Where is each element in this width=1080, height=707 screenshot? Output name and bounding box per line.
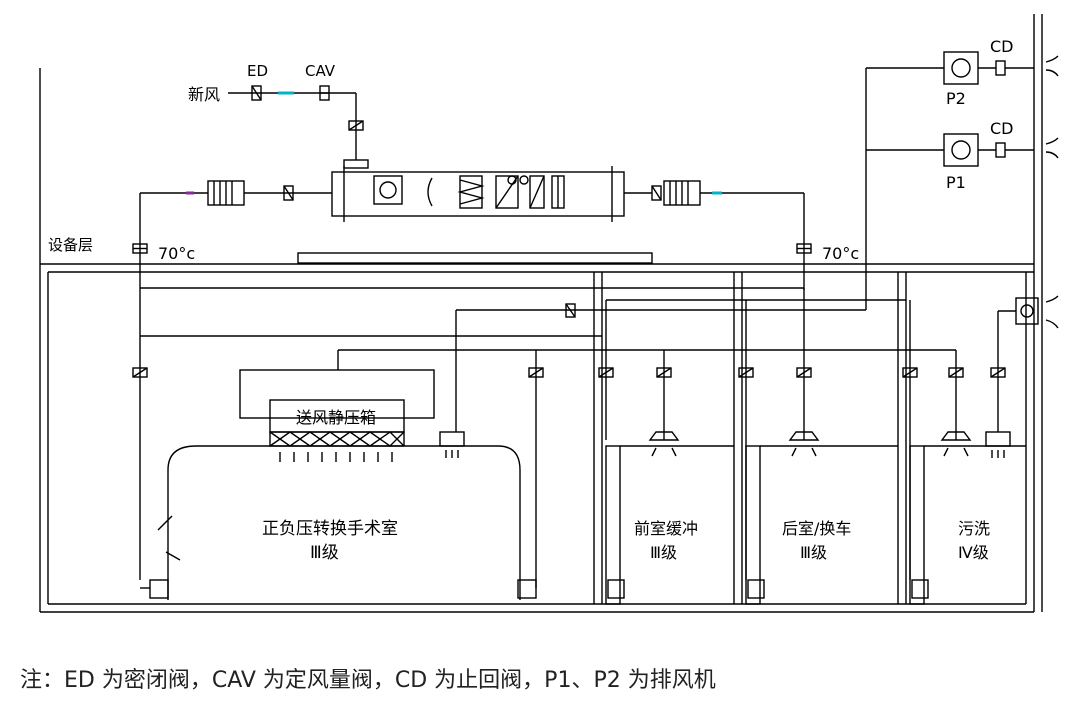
cd-bottom-label: CD [990,119,1014,138]
cav-label: CAV [305,62,336,80]
diagram-caption: 注：ED 为密闭阀，CAV 为定风量阀，CD 为止回阀，P1、P2 为排风机 [20,668,716,693]
wash-level: Ⅳ级 [958,543,989,562]
p1-label: P1 [946,173,966,192]
ed-label: ED [247,62,268,80]
backroom-level: Ⅲ级 [800,543,827,562]
or-exhaust-grille-icon [439,431,465,447]
equipment-floor-label: 设备层 [48,236,93,254]
plenum-label: 送风静压箱 [296,408,376,427]
or-return-grille-left-icon [149,579,169,599]
temp-right-label: 70°c [822,244,859,263]
fire-damper-left: 70°c [132,243,195,263]
back-room: 后室/换车 Ⅲ级 [745,431,898,605]
exhaust-damper-icon [565,303,576,318]
or-level: Ⅲ级 [310,543,339,563]
anteroom-level: Ⅲ级 [650,543,677,562]
supply-plenum: 送风静压箱 [239,369,435,447]
p2-label: P2 [946,89,966,108]
exhaust-fan-p2: P2 CD [943,37,1059,108]
backroom-grille-icon [747,579,765,599]
ahu-coil-icon [495,175,519,209]
temp-left-label: 70°c [158,244,195,263]
exhaust-fan-p1: P1 CD [943,119,1059,192]
fan-p1-icon [943,133,979,167]
fire-damper-right: 70°c [796,243,859,263]
ahu-humidifier-icon [529,175,545,209]
air-handling-unit [331,166,625,222]
cav-valve: CAV [305,62,336,101]
supply-air-main [624,180,805,290]
wall-exhaust-fan [997,295,1059,432]
backroom-name: 后室/换车 [782,519,851,538]
ahu-fan-icon [373,175,403,205]
supply-damper-icon [651,185,662,201]
fresh-air-intake: 新风 [188,85,369,169]
branch-dampers [132,367,1006,378]
ed-valve: ED [247,62,268,101]
or-return-grille-right-icon [517,579,537,599]
anteroom-grille-icon [607,579,625,599]
hvac-schematic: 设备层 新风 ED CAV [39,14,1059,613]
backroom-diffuser-icon [788,431,820,441]
anteroom-diffuser-icon [648,431,680,441]
or-name: 正负压转换手术室 [262,519,398,539]
wash-name: 污洗 [958,519,990,538]
building-outline [39,14,1043,613]
cd-top-label: CD [990,37,1014,56]
fresh-air-label: 新风 [188,85,220,104]
return-damper-icon [283,185,294,201]
laminar-flow-arrows [279,452,393,462]
operating-room: 正负压转换手术室 Ⅲ级 [140,431,537,600]
wash-diffuser-icon [940,431,972,441]
anteroom: 前室缓冲 Ⅲ级 [605,431,734,605]
wash-room: 污洗 Ⅳ级 [909,431,1026,605]
exhaust-riser [455,67,944,432]
check-valve-p1-icon [995,142,1006,158]
wash-exhaust-grille-icon [985,431,1011,447]
fan-p2-icon [943,51,979,85]
ahu-damper-icon [427,177,433,207]
check-valve-p2-icon [995,60,1006,76]
fresh-air-damper [348,120,364,131]
ahu-fan-wheel-icon [379,181,397,199]
wash-grille-icon [911,579,929,599]
anteroom-name: 前室缓冲 [634,519,698,538]
return-air-left [139,180,332,580]
